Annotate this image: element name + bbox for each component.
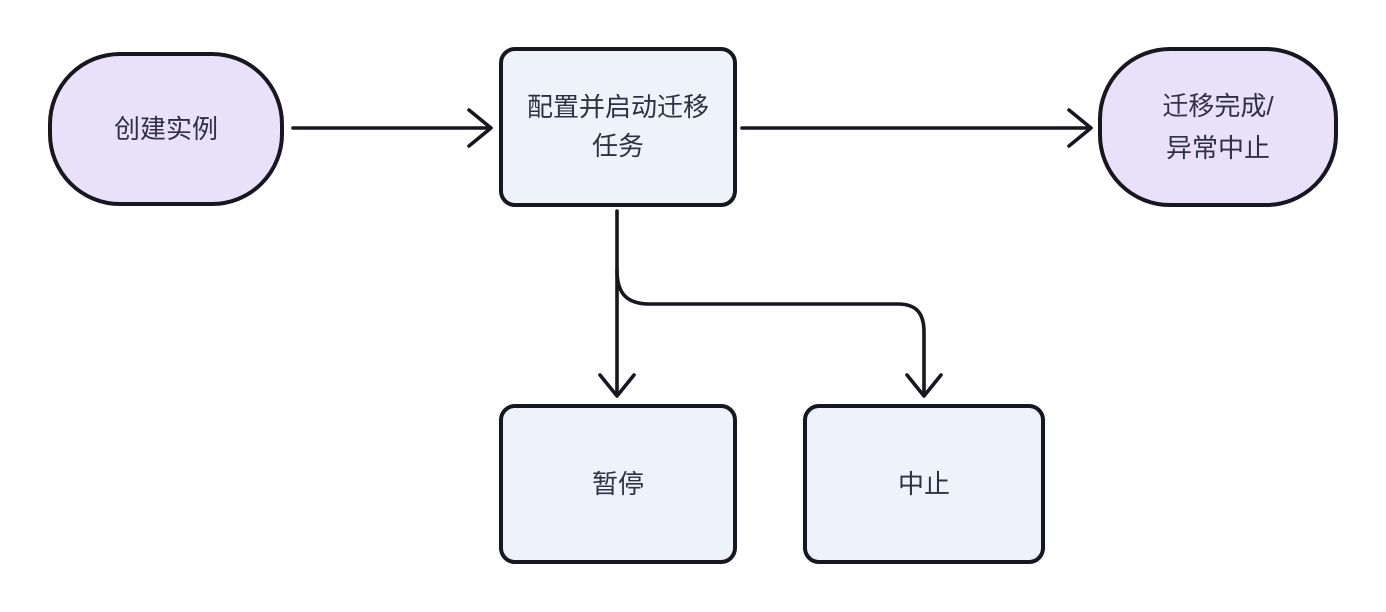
node-pause: 暂停 — [499, 404, 737, 564]
arrow-configure-to-abort — [615, 268, 943, 398]
node-configure-migration-label-line2: 任务 — [591, 131, 644, 161]
arrow-configure-to-pause — [598, 209, 636, 398]
node-configure-migration: 配置并启动迁移 任务 — [499, 47, 737, 207]
arrow-configure-to-complete — [740, 108, 1093, 148]
node-migration-complete-label-line2: 异常中止 — [1165, 133, 1270, 163]
node-abort-label: 中止 — [897, 468, 950, 499]
node-pause-label: 暂停 — [591, 468, 644, 499]
node-migration-complete: 迁移完成/ 异常中止 — [1098, 47, 1338, 207]
arrow-create-to-configure — [291, 108, 493, 148]
node-migration-complete-label-line1: 迁移完成/ — [1162, 91, 1274, 121]
node-abort: 中止 — [803, 404, 1045, 564]
node-create-instance: 创建实例 — [48, 52, 284, 206]
node-configure-migration-label-line1: 配置并启动迁移 — [526, 92, 709, 122]
node-create-instance-label: 创建实例 — [113, 113, 218, 144]
